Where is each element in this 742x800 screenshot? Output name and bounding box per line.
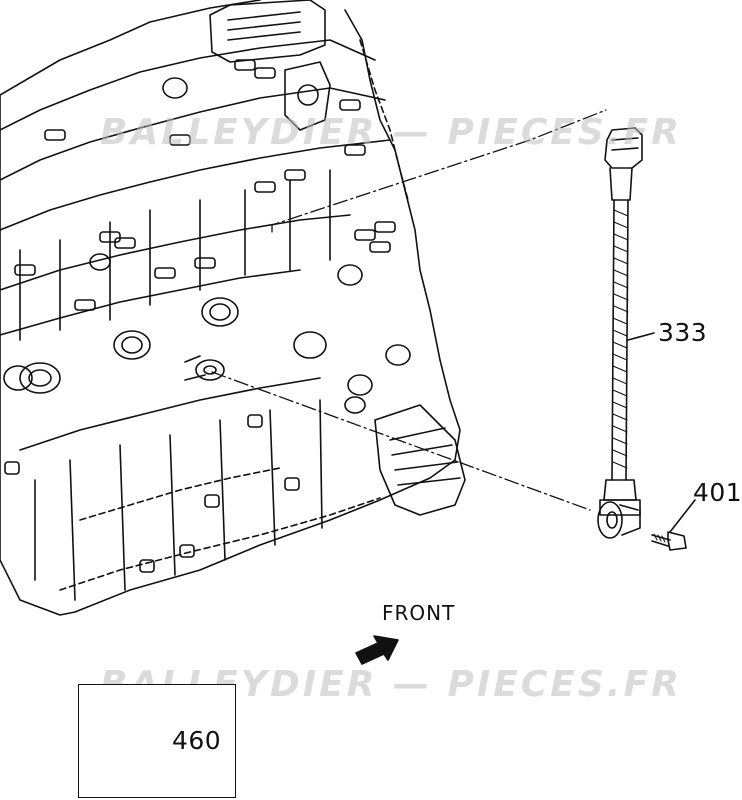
callout-leader-333 xyxy=(627,332,655,341)
engine-block-drawing xyxy=(0,0,466,616)
front-label: FRONT xyxy=(382,601,456,625)
callout-333: 333 xyxy=(658,318,708,347)
front-direction-arrow xyxy=(355,635,399,665)
knock-sensor-harness xyxy=(597,127,643,539)
watermark-top: BALLEYDIER — PIECES.FR xyxy=(100,112,682,153)
sensor-bolt xyxy=(651,531,687,551)
callout-401: 401 xyxy=(693,478,742,507)
callout-460: 460 xyxy=(172,726,222,755)
assembly-leader-lines xyxy=(211,109,607,511)
inset-detail-frame xyxy=(78,684,236,798)
callout-leader-401 xyxy=(669,499,696,533)
